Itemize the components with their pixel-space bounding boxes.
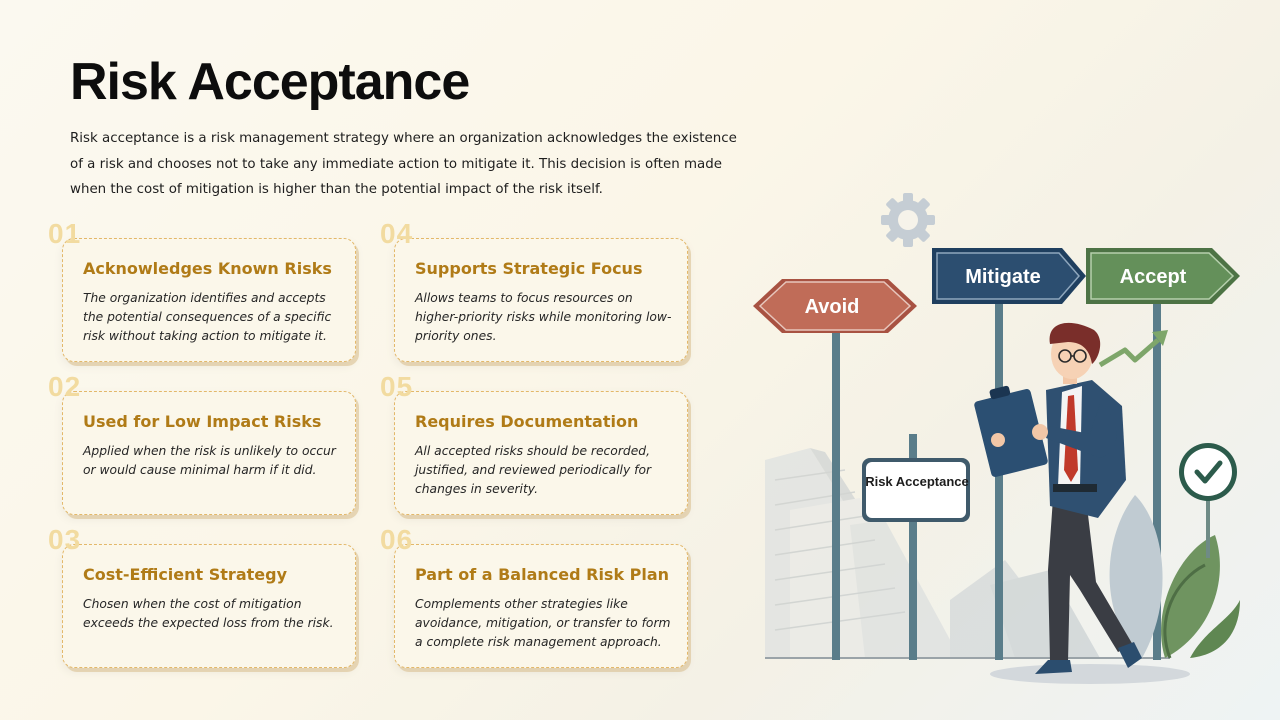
- card-number: 04: [380, 218, 414, 249]
- accept-label: Accept: [1120, 266, 1187, 288]
- card-box: Requires Documentation All accepted risk…: [394, 391, 688, 515]
- card-number: 02: [48, 371, 82, 402]
- card-title: Used for Low Impact Risks: [83, 412, 322, 431]
- card-title: Part of a Balanced Risk Plan: [415, 565, 670, 584]
- businessman-illustration: [974, 322, 1190, 684]
- avoid-post: [832, 330, 840, 660]
- card-body: The organization identifies and accepts …: [83, 291, 332, 343]
- card-box: Cost-Efficient Strategy Chosen when the …: [62, 544, 356, 668]
- check-icon: [1179, 443, 1237, 558]
- intro-paragraph: Risk acceptance is a risk management str…: [70, 131, 737, 197]
- card-body: Applied when the risk is unlikely to occ…: [83, 444, 336, 477]
- card-title: Cost-Efficient Strategy: [83, 565, 287, 584]
- signpost-illustration: Avoid Mitigate Accept: [750, 180, 1250, 700]
- card-title: Acknowledges Known Risks: [83, 259, 332, 278]
- board-post: [909, 434, 917, 660]
- gear-icon: [881, 193, 935, 247]
- card-body: All accepted risks should be recorded, j…: [415, 444, 652, 496]
- accept-post: [1153, 300, 1161, 660]
- risk-acceptance-board: [862, 458, 970, 522]
- illustration-svg: Avoid Mitigate Accept: [753, 193, 1240, 684]
- card-box: Part of a Balanced Risk Plan Complements…: [394, 544, 688, 668]
- card-2: 02 Used for Low Impact Risks Applied whe…: [48, 371, 362, 521]
- avoid-sign: Avoid: [753, 279, 917, 333]
- card-number: 05: [380, 371, 414, 402]
- avoid-label: Avoid: [805, 296, 860, 318]
- card-body: Complements other strategies like avoida…: [415, 597, 671, 649]
- trend-arrow-icon: [1098, 330, 1168, 368]
- card-3: 03 Cost-Efficient Strategy Chosen when t…: [48, 524, 362, 674]
- card-5: 05 Requires Documentation All accepted r…: [380, 371, 694, 521]
- card-number: 01: [48, 218, 82, 249]
- card-box: Supports Strategic Focus Allows teams to…: [394, 238, 688, 362]
- card-1: 01 Acknowledges Known Risks The organiza…: [48, 218, 362, 368]
- card-box: Acknowledges Known Risks The organizatio…: [62, 238, 356, 362]
- buildings-illustration: [765, 448, 1100, 658]
- card-number: 03: [48, 524, 82, 555]
- mitigate-post: [995, 300, 1003, 660]
- page-title: Risk Acceptance: [70, 53, 470, 111]
- board-label: Risk Acceptance: [865, 474, 969, 489]
- mitigate-label: Mitigate: [965, 266, 1041, 288]
- mitigate-sign: Mitigate: [932, 248, 1086, 304]
- card-title: Supports Strategic Focus: [415, 259, 643, 278]
- plant-illustration: [1109, 495, 1240, 659]
- card-4: 04 Supports Strategic Focus Allows teams…: [380, 218, 694, 368]
- card-body: Allows teams to focus resources on highe…: [415, 291, 672, 343]
- accept-sign: Accept: [1086, 248, 1240, 304]
- card-body: Chosen when the cost of mitigation excee…: [83, 597, 334, 630]
- card-6: 06 Part of a Balanced Risk Plan Compleme…: [380, 524, 694, 674]
- card-number: 06: [380, 524, 414, 555]
- card-box: Used for Low Impact Risks Applied when t…: [62, 391, 356, 515]
- card-title: Requires Documentation: [415, 412, 639, 431]
